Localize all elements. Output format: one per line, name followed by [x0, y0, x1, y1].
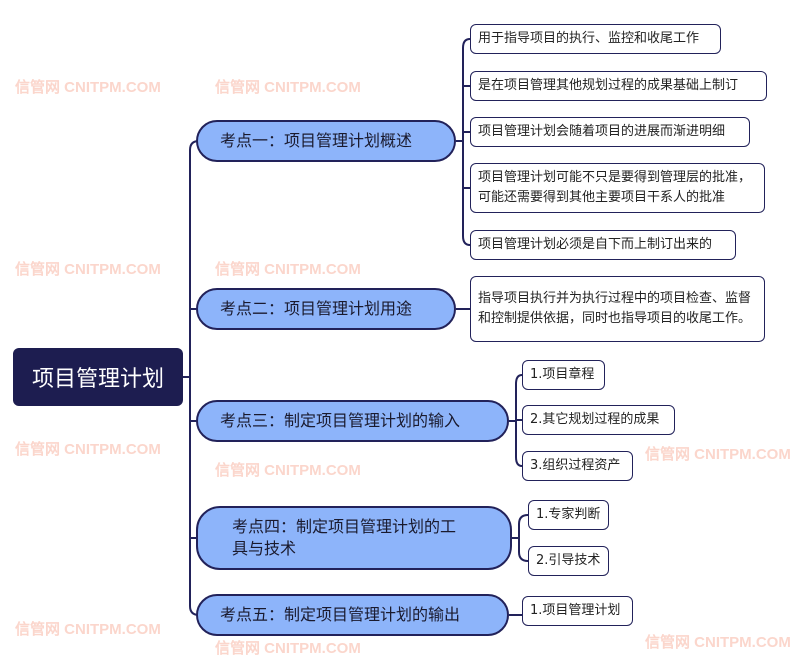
leaf-2-1[interactable]: 指导项目执行并为执行过程中的项目检查、监督和控制提供依据，同时也指导项目的收尾工… [470, 276, 765, 342]
leaf-1-2[interactable]: 是在项目管理其他规划过程的成果基础上制订 [470, 71, 767, 101]
branch-node-1[interactable]: 考点一：项目管理计划概述 [196, 120, 456, 162]
watermark: 信管网 CNITPM.COM [15, 441, 161, 458]
branch4-connector [512, 514, 529, 562]
leaf-1-1[interactable]: 用于指导项目的执行、监控和收尾工作 [470, 24, 721, 54]
leaf-3-3[interactable]: 3.组织过程资产 [522, 451, 633, 481]
leaf-4-2[interactable]: 2.引导技术 [528, 546, 609, 576]
watermark: 信管网 CNITPM.COM [215, 462, 361, 479]
branch-node-4[interactable]: 考点四：制定项目管理计划的工具与技术 [196, 506, 512, 570]
leaf-3-1[interactable]: 1.项目章程 [522, 360, 605, 390]
leaf-1-5[interactable]: 项目管理计划必须是自下而上制订出来的 [470, 230, 736, 260]
watermark: 信管网 CNITPM.COM [15, 621, 161, 638]
branch-node-3[interactable]: 考点三：制定项目管理计划的输入 [196, 400, 509, 442]
leaf-1-3[interactable]: 项目管理计划会随着项目的进展而渐进明细 [470, 117, 750, 147]
watermark: 信管网 CNITPM.COM [215, 261, 361, 278]
leaf-5-1[interactable]: 1.项目管理计划 [522, 596, 633, 626]
branch3-connector [509, 374, 523, 467]
branch-node-5[interactable]: 考点五：制定项目管理计划的输出 [196, 594, 509, 636]
watermark: 信管网 CNITPM.COM [15, 261, 161, 278]
root-node[interactable]: 项目管理计划 [13, 348, 183, 406]
branch1-connector [456, 38, 471, 246]
leaf-1-4[interactable]: 项目管理计划可能不只是要得到管理层的批准，可能还需要得到其他主要项目干系人的批准 [470, 163, 765, 213]
watermark: 信管网 CNITPM.COM [215, 640, 361, 657]
watermark: 信管网 CNITPM.COM [645, 446, 791, 463]
watermark: 信管网 CNITPM.COM [645, 634, 791, 651]
watermark: 信管网 CNITPM.COM [215, 79, 361, 96]
leaf-3-2[interactable]: 2.其它规划过程的成果 [522, 405, 675, 435]
leaf-4-1[interactable]: 1.专家判断 [528, 500, 609, 530]
branch-node-2[interactable]: 考点二：项目管理计划用途 [196, 288, 456, 330]
watermark: 信管网 CNITPM.COM [15, 79, 161, 96]
root-connector [183, 140, 200, 616]
